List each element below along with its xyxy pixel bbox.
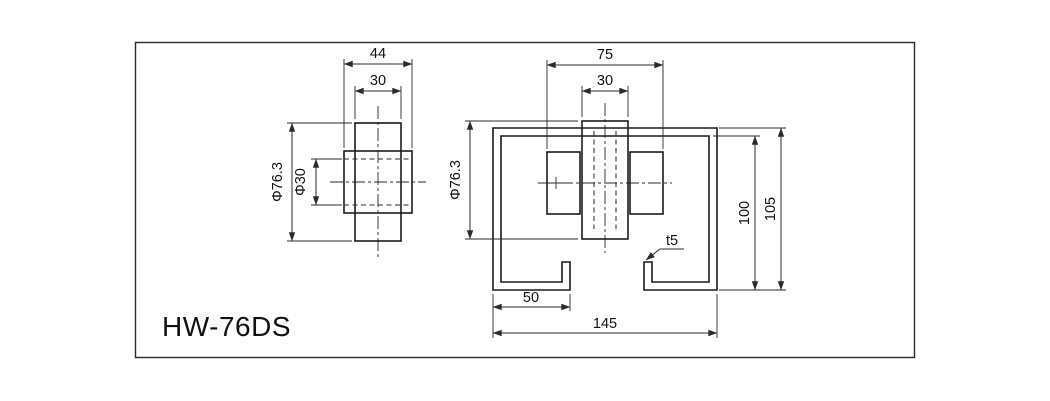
dim-bracket-width: 75 [546,47,664,149]
drawing-border [134,41,916,359]
dim-label-50: 50 [523,290,539,306]
dim-label-30: 30 [370,73,386,89]
left-axle-housing [546,151,581,215]
dim-total-height: 105 [719,127,786,291]
wheel-disc-outline [354,122,402,242]
dim-outer-diameter: Φ76.3 [270,122,352,242]
extension-line [287,122,352,242]
dim-label-100: 100 [737,201,753,225]
dim-inner-height: 100 [713,135,760,291]
dim-label-phi76-3: Φ76.3 [448,160,464,200]
leader-line [645,248,684,261]
dim-tread-width: 30 [354,73,402,119]
dim-label-phi76-3: Φ76.3 [270,162,286,202]
side-view: 44 30 Φ76.3 Φ30 [270,46,426,258]
rail-profile-outline [492,127,718,291]
wheel-front-outline [581,120,629,240]
extension-line [546,60,664,149]
dim-label-30: 30 [597,73,613,89]
dim-label-phi30: Φ30 [293,168,309,196]
dim-total-width: 44 [343,46,413,148]
dim-label-t5: t5 [666,233,678,249]
dim-label-145: 145 [593,316,617,332]
extension-line [465,120,578,240]
extension-line [719,127,786,291]
dim-wheel-width: 30 [581,73,629,117]
dim-flange-width: 50 [492,290,571,311]
axle-center-mark [550,177,562,189]
right-axle-housing [629,151,664,215]
dim-thickness: t5 [645,233,684,261]
dim-label-105: 105 [763,197,779,221]
front-view: 75 30 Φ76.3 100 105 t5 [448,47,786,338]
dim-wheel-diameter: Φ76.3 [448,120,578,240]
dim-base-width: 145 [492,294,718,338]
model-number: HW-76DS [162,311,291,342]
dim-bore-diameter: Φ30 [293,158,342,206]
dim-label-75: 75 [597,47,613,63]
extension-line [343,59,413,148]
dim-label-44: 44 [370,46,386,62]
wheel-hub-outline [343,150,413,214]
